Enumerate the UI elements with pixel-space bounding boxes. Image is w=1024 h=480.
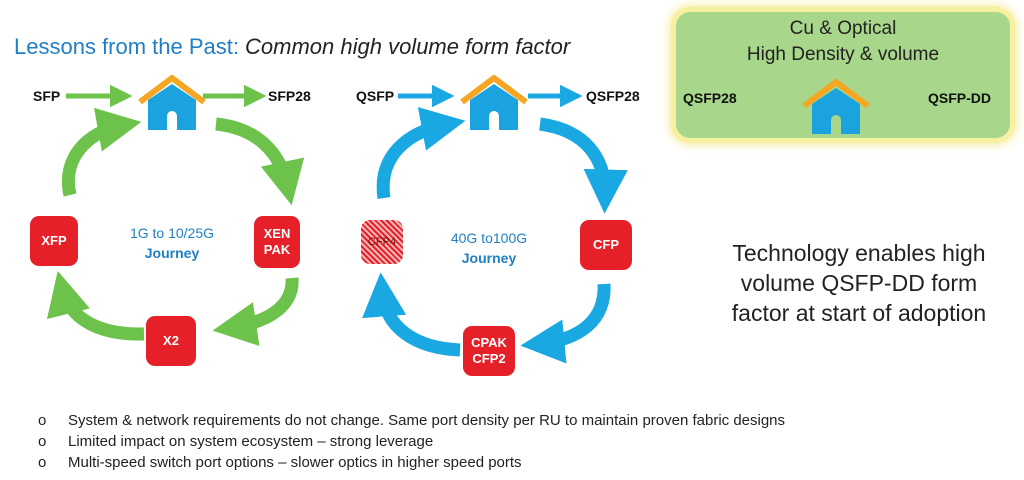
left-to-label: SFP28 — [268, 88, 311, 104]
node-xenpak-label: XEN PAK — [263, 226, 291, 257]
left-arrow-house-to-xenpak — [215, 117, 305, 206]
technology-note: Technology enables high volume QSFP-DD f… — [700, 238, 1018, 328]
node-cfp4: CFP4 — [361, 220, 403, 264]
callout-from-label: QSFP28 — [683, 90, 737, 106]
right-journey-line2: Journey — [461, 250, 517, 266]
node-x2: X2 — [146, 316, 196, 366]
node-cfp: CFP — [580, 220, 632, 270]
technology-note-line3: factor at start of adoption — [731, 300, 987, 326]
bullet-text: Limited impact on system ecosystem – str… — [68, 433, 434, 450]
technology-note-line2: volume QSFP-DD form — [740, 270, 978, 296]
bullet-marker: o — [38, 412, 47, 429]
left-arrow-xenpak-to-x2 — [212, 277, 299, 346]
bullet-item: o System & network requirements do not ch… — [38, 410, 785, 431]
left-journey-line2: Journey — [144, 245, 200, 261]
technology-note-line1: Technology enables high — [732, 240, 986, 266]
left-from-label: SFP — [33, 88, 61, 104]
node-xfp: XFP — [30, 216, 78, 266]
bullet-text: System & network requirements do not cha… — [68, 412, 786, 429]
bullet-marker: o — [38, 454, 47, 471]
right-journey-line1: 40G to100G — [450, 230, 528, 246]
right-to-label: QSFP28 — [586, 88, 640, 104]
callout-to-label: QSFP-DD — [928, 90, 991, 106]
node-xenpak: XEN PAK — [254, 216, 300, 268]
house-icon — [802, 79, 870, 134]
right-arrow-cfp4-to-house — [376, 107, 466, 199]
title-emphasis-text: Common high volume form factor — [245, 34, 571, 59]
callout-line2: High Density & volume — [746, 44, 940, 65]
callout-line1: Cu & Optical — [789, 18, 897, 39]
right-arrow-cfp-to-cpak — [520, 283, 611, 364]
title-main-text: Lessons from the Past: — [14, 34, 239, 59]
node-cpak-cfp2: CPAK CFP2 — [463, 326, 515, 376]
right-from-label: QSFP — [356, 88, 395, 104]
bullet-list: o System & network requirements do not ch… — [38, 410, 785, 473]
right-arrow-house-to-cfp — [538, 117, 628, 214]
left-arrow-xfp-to-house — [62, 107, 142, 197]
left-journey-line1: 1G to 10/25G — [129, 225, 215, 241]
bullet-text: Multi-speed switch port options – slower… — [68, 454, 522, 471]
node-cpak-cfp2-label: CPAK CFP2 — [471, 335, 507, 366]
house-icon — [138, 75, 206, 130]
slide-title: Lessons from the Past:Common high volume… — [14, 34, 570, 60]
left-arrow-x2-to-xfp — [47, 270, 145, 341]
left-journey-text: 1G to 10/25G Journey — [102, 223, 242, 263]
bullet-item: o Multi-speed switch port options – slowe… — [38, 452, 785, 473]
house-icon — [460, 75, 528, 130]
bullet-marker: o — [38, 433, 47, 450]
right-arrow-cpak-to-cfp4 — [362, 272, 461, 357]
bullet-item: o Limited impact on system ecosystem – st… — [38, 431, 785, 452]
right-journey-text: 40G to100G Journey — [414, 228, 564, 268]
